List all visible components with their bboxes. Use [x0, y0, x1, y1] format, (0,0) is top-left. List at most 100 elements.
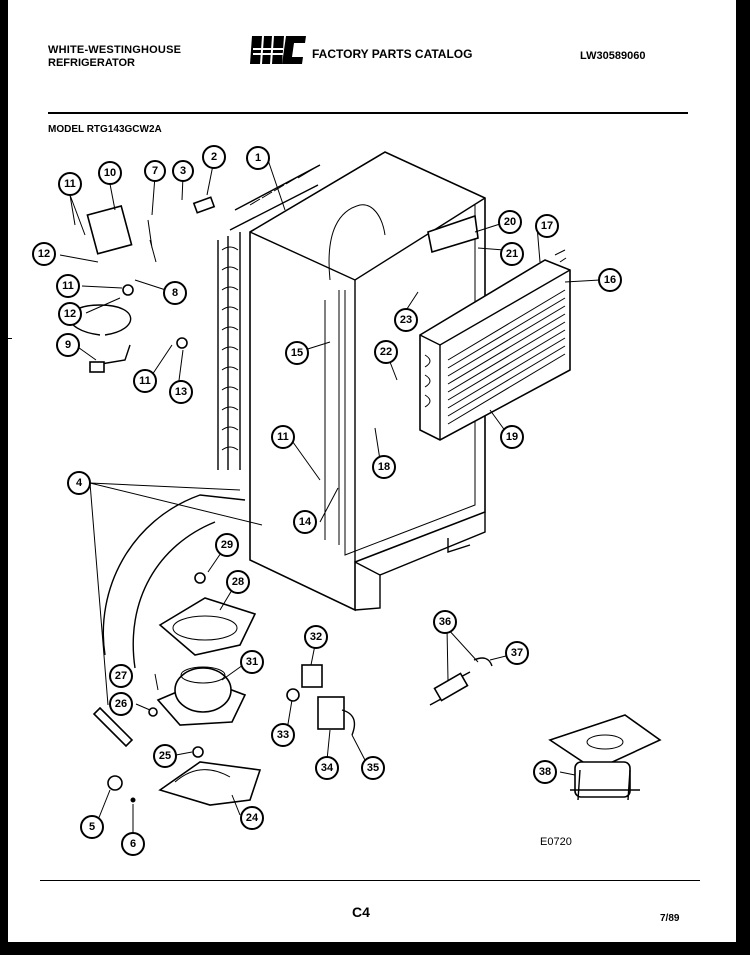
svg-text:15: 15 — [291, 347, 303, 359]
callout-34: 34 — [315, 756, 339, 780]
callout-23: 23 — [394, 308, 418, 332]
callout-8: 8 — [163, 281, 187, 305]
callout-32: 32 — [304, 625, 328, 649]
callout-18: 18 — [372, 455, 396, 479]
callout-11b: 11 — [56, 274, 80, 298]
svg-text:31: 31 — [246, 656, 258, 668]
svg-text:16: 16 — [604, 274, 616, 286]
svg-text:37: 37 — [511, 647, 523, 659]
svg-text:11: 11 — [64, 178, 76, 190]
callout-17: 17 — [535, 214, 559, 238]
svg-text:29: 29 — [221, 539, 233, 551]
svg-text:26: 26 — [115, 698, 127, 710]
callout-31: 31 — [240, 650, 264, 674]
svg-text:6: 6 — [130, 838, 136, 850]
svg-text:5: 5 — [89, 821, 95, 833]
callout-16: 16 — [598, 268, 622, 292]
svg-text:24: 24 — [246, 812, 259, 824]
callout-33: 33 — [271, 723, 295, 747]
svg-text:12: 12 — [38, 248, 50, 260]
callout-26: 26 — [109, 692, 133, 716]
callout-29: 29 — [215, 533, 239, 557]
condenser-coil — [217, 164, 321, 470]
svg-text:10: 10 — [104, 167, 116, 179]
callout-12b: 12 — [58, 302, 82, 326]
compressor-assembly — [92, 494, 262, 806]
catalog-title: FACTORY PARTS CATALOG — [312, 47, 473, 61]
callout-2: 2 — [202, 145, 226, 169]
catalog-part-number: LW30589060 — [580, 50, 646, 62]
callout-15: 15 — [285, 341, 309, 365]
margin-tick — [0, 338, 12, 339]
callout-37: 37 — [505, 641, 529, 665]
callout-20: 20 — [498, 210, 522, 234]
svg-text:18: 18 — [378, 461, 390, 473]
diagram-code: E0720 — [540, 836, 572, 848]
callout-3: 3 — [172, 160, 194, 182]
svg-text:3: 3 — [180, 165, 186, 177]
callout-19: 19 — [500, 425, 524, 449]
callout-4: 4 — [67, 471, 91, 495]
svg-text:14: 14 — [299, 516, 312, 528]
callout-7: 7 — [144, 160, 166, 182]
fan-motor-bracket — [548, 714, 662, 801]
svg-text:25: 25 — [159, 750, 171, 762]
callout-22: 22 — [374, 340, 398, 364]
svg-text:21: 21 — [506, 248, 518, 260]
svg-text:2: 2 — [211, 151, 217, 163]
callout-5: 5 — [80, 815, 104, 839]
page-number: C4 — [352, 904, 370, 920]
svg-text:11: 11 — [277, 431, 289, 443]
callout-24: 24 — [240, 806, 264, 830]
callout-11c: 11 — [133, 369, 157, 393]
callout-12a: 12 — [32, 242, 56, 266]
header-rule — [48, 112, 688, 114]
svg-text:11: 11 — [139, 375, 151, 387]
svg-text:32: 32 — [310, 631, 322, 643]
callout-6: 6 — [121, 832, 145, 856]
svg-text:20: 20 — [504, 216, 516, 228]
callout-21: 21 — [500, 242, 524, 266]
electrical-parts — [286, 657, 493, 736]
svg-text:12: 12 — [64, 308, 76, 320]
svg-text:27: 27 — [115, 670, 127, 682]
svg-text:1: 1 — [255, 152, 261, 164]
svg-text:19: 19 — [506, 431, 518, 443]
footer-rule — [40, 880, 700, 881]
svg-text:23: 23 — [400, 314, 412, 326]
callout-36: 36 — [433, 610, 457, 634]
callout-11d: 11 — [271, 425, 295, 449]
svg-text:17: 17 — [541, 220, 553, 232]
wci-logo — [250, 36, 306, 64]
svg-text:35: 35 — [367, 762, 379, 774]
scan-border — [0, 942, 750, 955]
refrigerator-cabinet — [249, 151, 486, 612]
svg-text:7: 7 — [152, 165, 158, 177]
callout-38: 38 — [533, 760, 557, 784]
callout-11a: 11 — [58, 172, 82, 196]
svg-text:13: 13 — [175, 386, 187, 398]
svg-text:38: 38 — [539, 766, 551, 778]
catalog-date: 7/89 — [660, 913, 680, 924]
svg-text:9: 9 — [65, 339, 71, 351]
svg-text:28: 28 — [232, 576, 244, 588]
callout-25: 25 — [153, 744, 177, 768]
callout-1: 1 — [246, 146, 270, 170]
callout-14: 14 — [293, 510, 317, 534]
svg-text:11: 11 — [62, 280, 74, 292]
control-parts — [69, 196, 216, 373]
product-type: REFRIGERATOR — [48, 57, 135, 69]
callout-27: 27 — [109, 664, 133, 688]
callout-28: 28 — [226, 570, 250, 594]
callout-10: 10 — [98, 161, 122, 185]
callout-35: 35 — [361, 756, 385, 780]
svg-text:33: 33 — [277, 729, 289, 741]
svg-text:36: 36 — [439, 616, 451, 628]
callout-13: 13 — [169, 380, 193, 404]
evaporator-assembly — [419, 214, 571, 441]
model-number: MODEL RTG143GCW2A — [48, 124, 162, 135]
brand-name: WHITE-WESTINGHOUSE — [48, 44, 182, 56]
svg-text:34: 34 — [321, 762, 334, 774]
callout-9: 9 — [56, 333, 80, 357]
